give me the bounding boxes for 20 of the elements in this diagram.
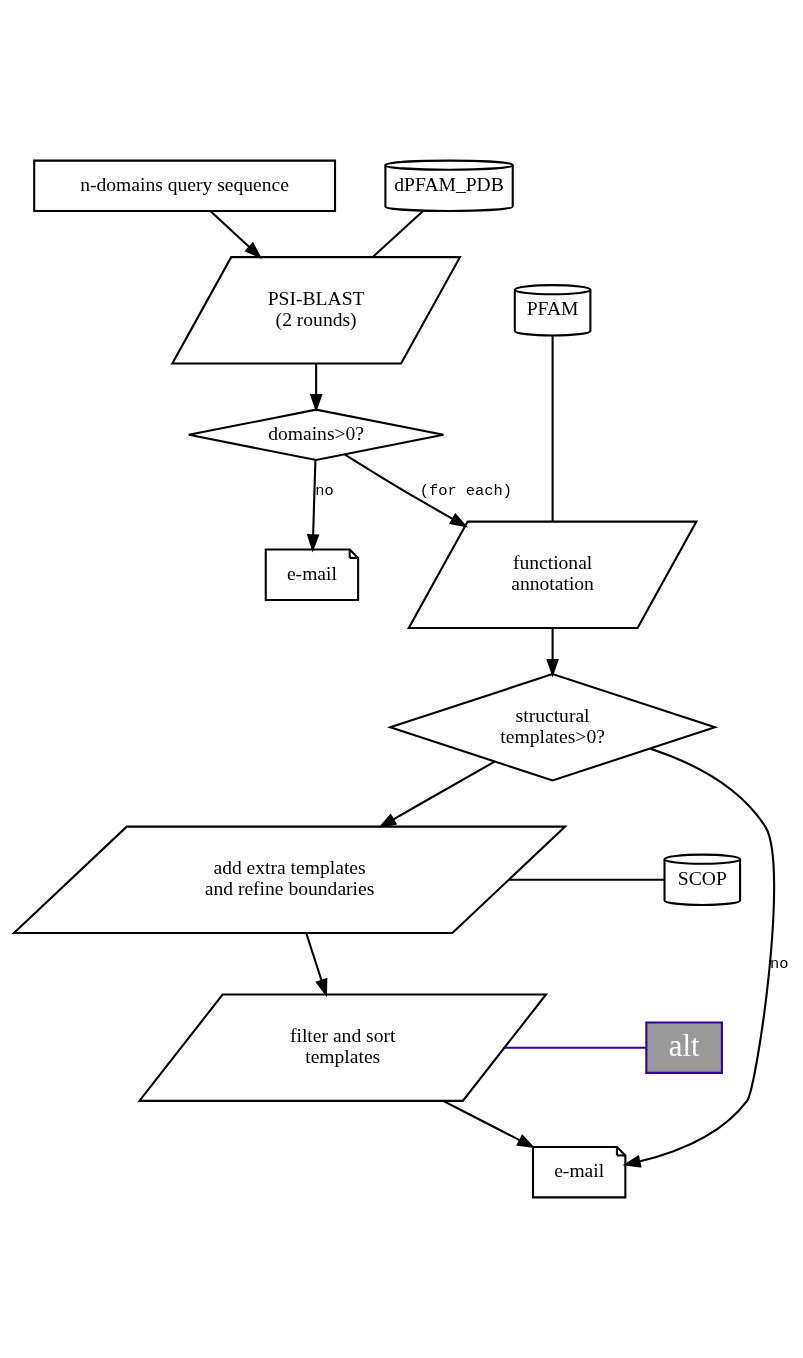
arrow (309, 363, 323, 413)
arrow (344, 453, 468, 528)
arrow (305, 932, 328, 998)
edge-label: no (315, 481, 334, 500)
arrow (622, 747, 776, 1168)
connector (372, 210, 424, 258)
arrow (306, 460, 320, 553)
node-box: alt (645, 1021, 723, 1074)
node-diamond: structural templates>0? (386, 673, 719, 782)
arrow (546, 628, 559, 678)
arrow (443, 1100, 536, 1149)
arrow (378, 761, 495, 828)
connector (504, 1046, 647, 1049)
connector (551, 335, 554, 522)
edge-label: (for each) (419, 481, 512, 500)
arrow (209, 210, 263, 259)
connector (508, 878, 665, 881)
node-diamond: domains>0? (187, 408, 445, 462)
edge-label: no (770, 954, 789, 973)
node-box: n-domains query sequence (33, 159, 337, 212)
